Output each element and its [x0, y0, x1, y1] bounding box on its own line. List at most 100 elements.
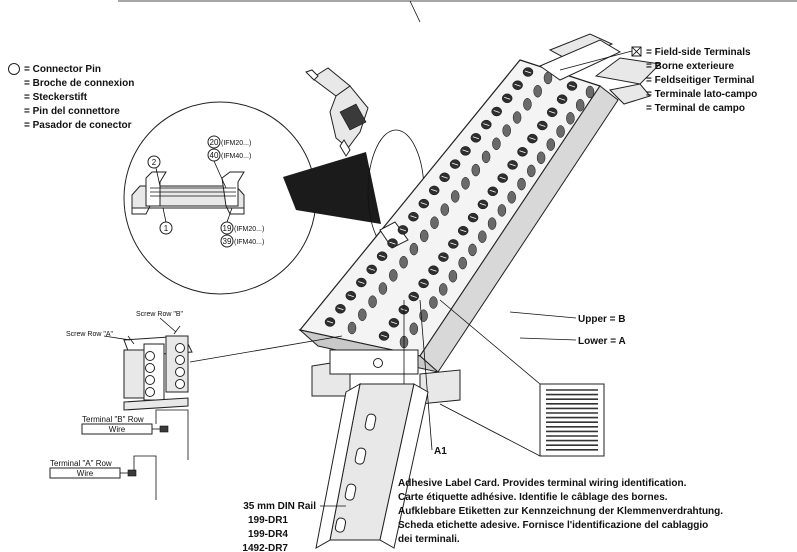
magnifier-beam [283, 152, 381, 224]
screw-slot [462, 149, 469, 153]
screw-slot [469, 216, 477, 219]
label-card-line-1: Carte étiquette adhésive. Identifie le c… [398, 492, 668, 503]
screw-slot [483, 123, 490, 126]
pin-2-leader [155, 167, 161, 187]
pin-20-label: 20 [210, 138, 219, 147]
screw-slot [499, 176, 506, 180]
pin-19-ifm: (IFM20...) [234, 226, 264, 233]
screw-terminal [481, 150, 491, 164]
screw-terminal [492, 137, 501, 151]
screw-slot [430, 268, 437, 272]
screw-terminal [543, 71, 553, 85]
screw-terminal [533, 84, 542, 98]
pin-40-ifm: (IFM40...) [221, 153, 251, 160]
screw-slot [472, 136, 480, 140]
adhesive-label-card [539, 383, 605, 457]
screw-terminal [458, 256, 467, 270]
a1-leader [419, 299, 433, 451]
screw-row-b-label: Screw Row "B" [136, 311, 183, 318]
connector-pin-label-1: = Broche de connexion [24, 78, 134, 89]
din-rail-label-1: 199-DR1 [248, 515, 288, 526]
screw-row-detail [123, 325, 193, 411]
pin-20-ifm: (IFM20...) [221, 140, 251, 147]
screw-terminal-grid [324, 67, 595, 349]
screw-terminal [502, 124, 511, 137]
screw-terminal [471, 163, 481, 177]
label-card-leader-top [439, 299, 541, 385]
screw-slot [420, 282, 427, 285]
screw-slot [509, 163, 516, 167]
screw-slot [489, 189, 496, 193]
terminal-b-label: Terminal "B" Row [82, 415, 144, 424]
pin-2-callout [147, 155, 161, 169]
screw-terminal [461, 177, 470, 190]
screw-terminal [438, 283, 448, 296]
screw-slot [549, 110, 556, 114]
screw-terminal [575, 98, 585, 112]
screw-terminal [430, 216, 439, 229]
din-rail [315, 383, 429, 549]
screw-slot [519, 150, 526, 154]
pin-2-label: 2 [152, 158, 157, 167]
screw-detail-leader [189, 335, 343, 363]
upper-leader [509, 311, 577, 319]
screw-slot [451, 162, 459, 166]
din-rail-legend: 35 mm DIN Rail 199-DR1 199-DR4 1492-DR7 [242, 501, 316, 552]
screw-terminal [487, 217, 497, 230]
terminal-b-wire-detail: Terminal "B" Row Wire [81, 409, 189, 460]
screw-terminal [468, 243, 477, 257]
screw-terminal [347, 321, 357, 335]
screw-terminal [527, 164, 536, 178]
screw-row-a-label: Screw Row "A" [66, 331, 113, 338]
screw-terminal [368, 295, 377, 308]
screw-slot [399, 228, 407, 232]
screw-terminal [507, 191, 516, 204]
connector-detail [131, 171, 245, 215]
pin-40-leader [213, 160, 227, 189]
screw-row-a-leader [103, 335, 131, 341]
connector-pin-label-4: = Pasador de conector [24, 120, 132, 131]
screw-terminal [536, 151, 546, 165]
pin-19-leader [226, 207, 233, 223]
screw-terminal [419, 229, 429, 243]
screw-slot [326, 320, 334, 324]
field-side-symbol-x2 [631, 46, 642, 57]
a1-label: A1 [434, 446, 447, 457]
field-side-label-1: = Borne exterieure [646, 61, 735, 72]
screw-slot [389, 241, 396, 245]
screw-terminal [429, 296, 438, 309]
screw-slot [529, 137, 536, 140]
pin-39-ifm: (IFM40...) [234, 239, 264, 246]
terminal-b-wire: Wire [109, 425, 126, 434]
field-side-legend: = Field-side Terminals = Borne exterieur… [646, 47, 757, 114]
screw-terminal [585, 85, 595, 99]
screw-slot [358, 281, 365, 284]
screw-terminal [448, 269, 458, 283]
label-card-line-2: Aufklebbare Etiketten zur Kennzeichnung … [398, 506, 723, 517]
din-rail-label-2: 199-DR4 [248, 529, 288, 540]
screw-terminal [409, 242, 419, 256]
din-rail-label-3: 1492-DR7 [242, 543, 288, 552]
screw-slot [504, 96, 511, 100]
screw-slot [347, 294, 354, 298]
screw-slot [450, 242, 457, 246]
screw-slot [441, 175, 448, 179]
pin-39-callout [220, 234, 234, 248]
screw-terminal [546, 138, 556, 151]
screw-slot [493, 110, 500, 113]
label-card-line-3: Scheda etichette adesive. Fornisce l'ide… [398, 520, 708, 531]
screw-terminal [440, 203, 450, 216]
screw-terminal [517, 177, 526, 191]
screw-slot [420, 202, 427, 205]
pin-19-label: 19 [223, 224, 232, 233]
connector-pin-legend: = Connector Pin = Broche de connexion = … [24, 64, 134, 131]
screw-terminal [450, 190, 460, 203]
connector-pin-symbol [8, 63, 20, 75]
label-card-leader-bottom [439, 403, 541, 457]
connector-pin-label-3: = Pin del connettore [24, 106, 120, 117]
screw-slot [440, 255, 447, 259]
screw-terminal [478, 230, 487, 243]
field-side-label-2: = Feldseitiger Terminal [646, 75, 755, 86]
screw-terminal [409, 322, 419, 336]
screw-slot [431, 189, 438, 192]
